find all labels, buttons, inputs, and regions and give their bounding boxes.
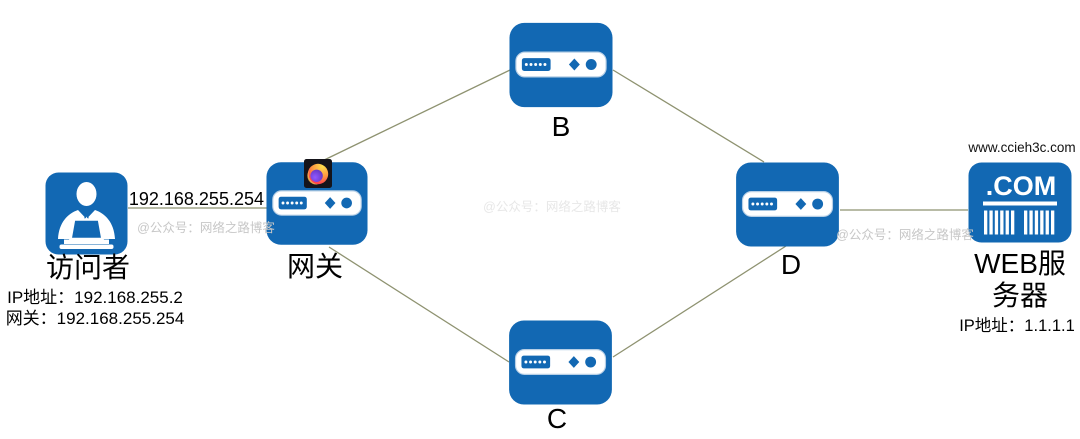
webserver-label-line1: WEB服 bbox=[974, 248, 1066, 279]
router-d-icon[interactable] bbox=[735, 162, 840, 247]
router-b-label: B bbox=[551, 111, 571, 142]
webserver-url: www.ccieh3c.com bbox=[968, 140, 1076, 155]
webserver-label: WEB服 务器 bbox=[974, 248, 1066, 312]
visitor-ip-text: IP地址：192.168.255.2 bbox=[7, 288, 183, 307]
router-c-label: C bbox=[546, 403, 568, 434]
webserver-label-line2: 务器 bbox=[991, 280, 1048, 311]
router-c-icon[interactable] bbox=[508, 320, 613, 405]
webserver-icon[interactable]: .COM bbox=[968, 162, 1072, 243]
visitor-gateway-text: 网关：192.168.255.254 bbox=[5, 309, 185, 328]
link-b-d bbox=[612, 69, 765, 163]
visitor-node-icon[interactable] bbox=[45, 172, 128, 255]
visitor-gateway-link-label: 192.168.255.254 bbox=[128, 189, 264, 209]
link-gateway-c bbox=[328, 246, 510, 363]
link-gateway-b bbox=[317, 69, 511, 164]
visitor-label: 访问者 bbox=[45, 252, 131, 283]
gateway-router-icon[interactable] bbox=[266, 161, 368, 246]
svg-text:.COM: .COM bbox=[986, 171, 1057, 201]
router-b-icon[interactable] bbox=[509, 22, 613, 108]
watermark-left: @公众号：网络之路博客 bbox=[137, 221, 275, 235]
router-d-label: D bbox=[780, 249, 802, 280]
visitor-details: IP地址：192.168.255.2 网关：192.168.255.254 bbox=[6, 287, 185, 329]
gateway-label: 网关 bbox=[286, 251, 344, 282]
link-c-d bbox=[612, 245, 787, 358]
watermark-center: @公众号：网络之路博客 bbox=[483, 200, 621, 214]
firefox-icon bbox=[304, 159, 332, 188]
webserver-ip-text: IP地址：1.1.1.1 bbox=[959, 317, 1075, 335]
watermark-right: @公众号：网络之路博客 bbox=[836, 228, 974, 242]
